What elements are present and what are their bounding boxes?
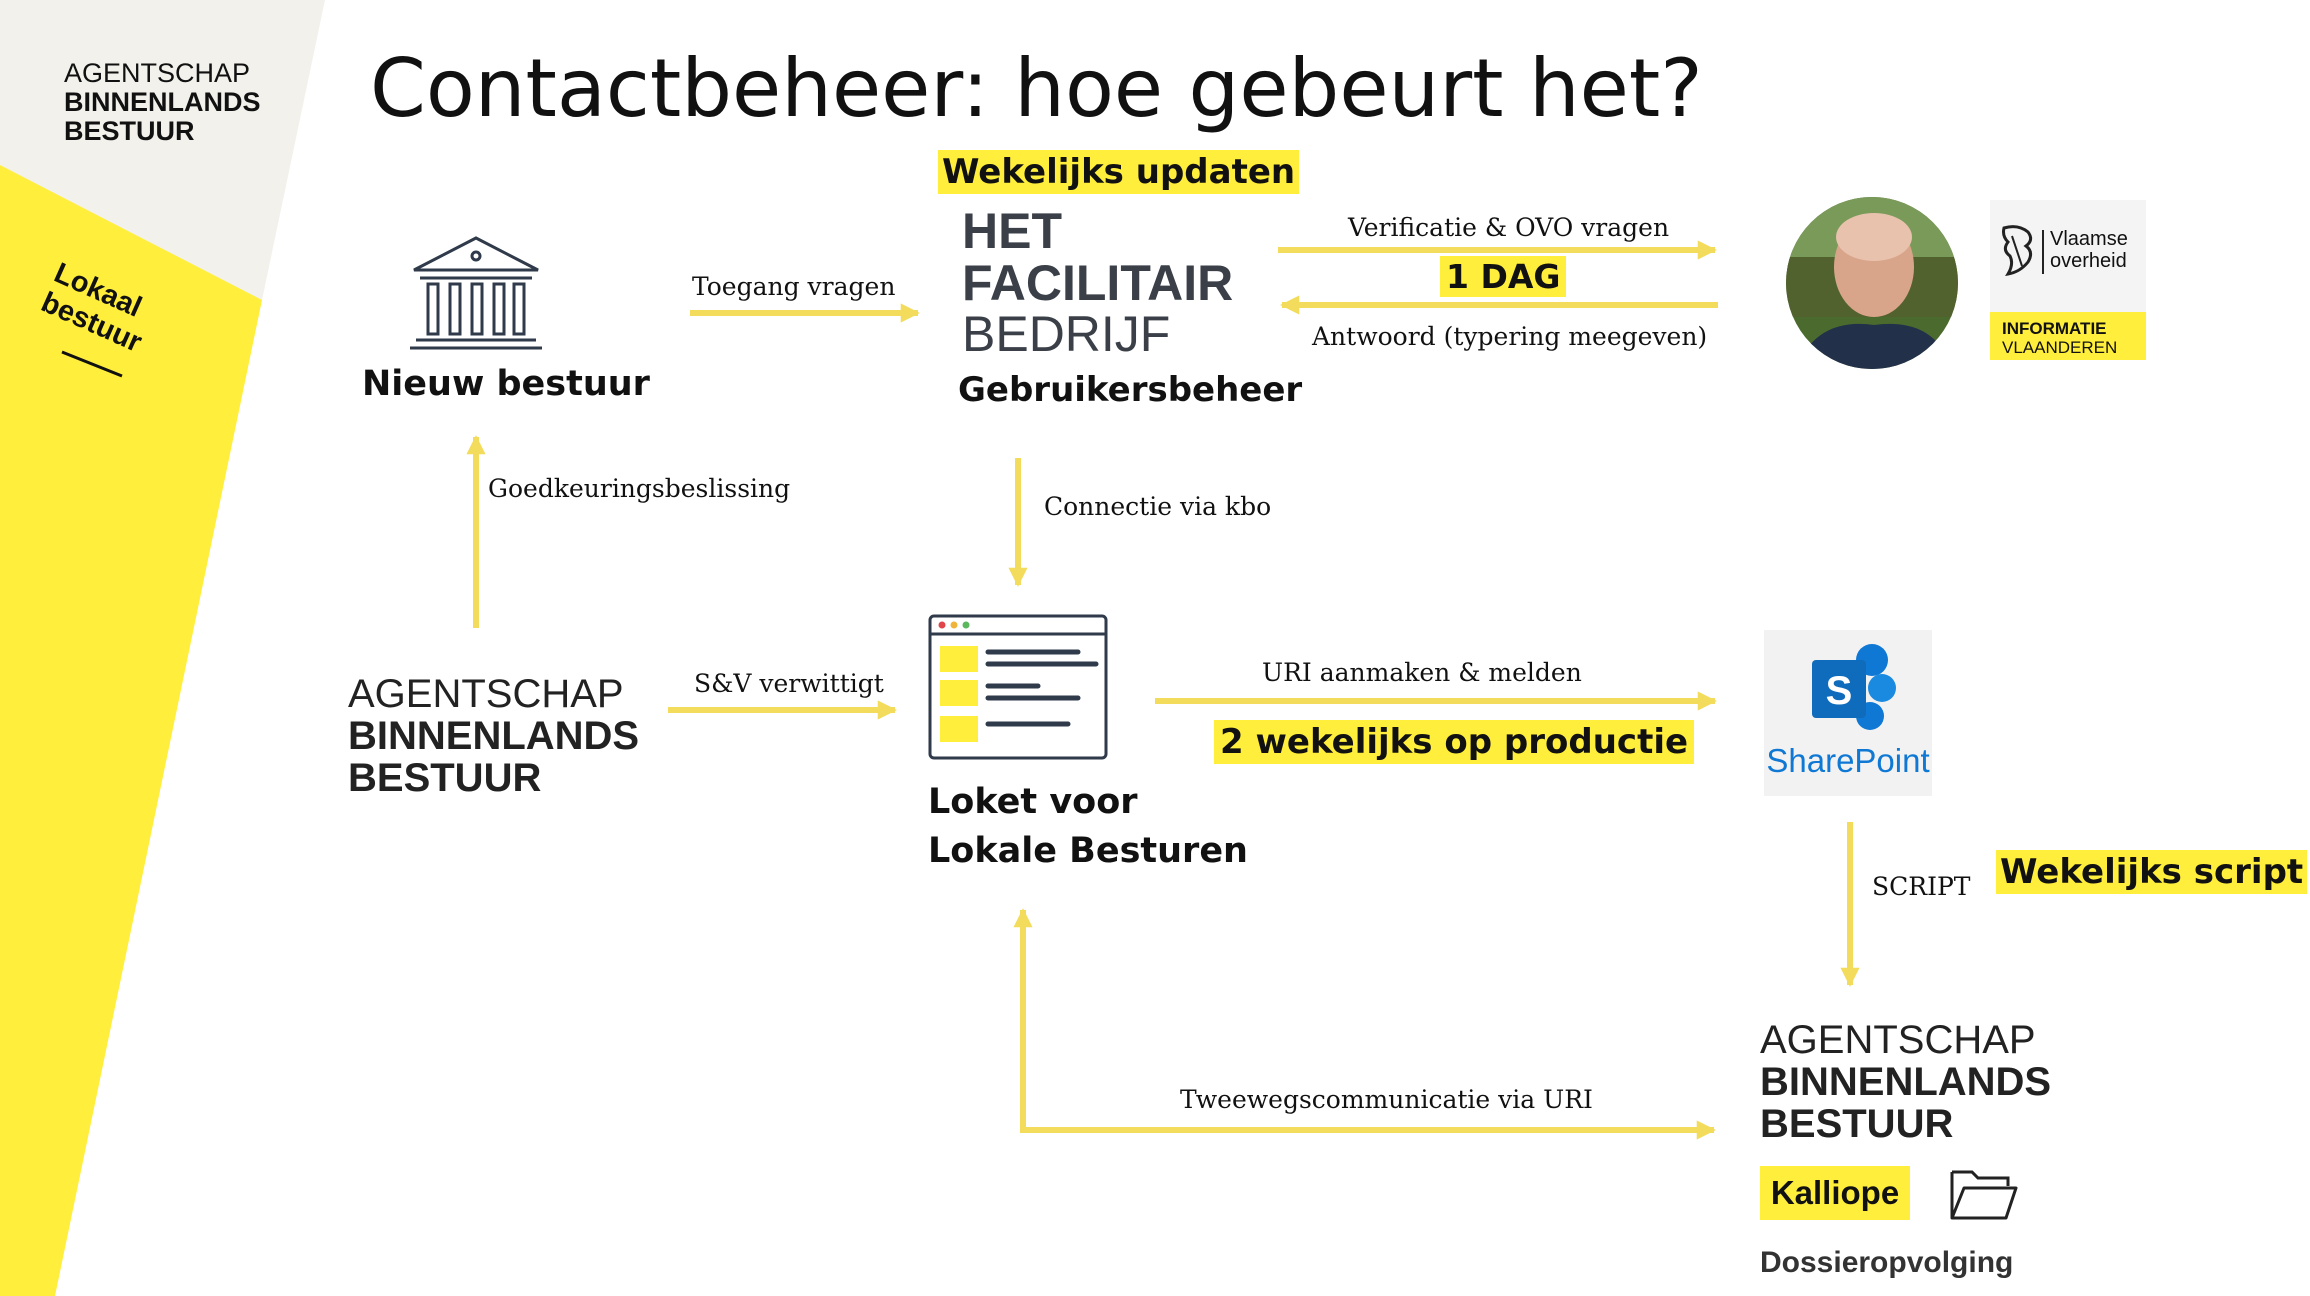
vlaamse-line1: Vlaamse bbox=[2050, 228, 2128, 250]
abb-right-line2: BINNENLANDS bbox=[1760, 1060, 2052, 1104]
abb-logo-right: AGENTSCHAP BINNENLANDS BESTUUR bbox=[1760, 1020, 2051, 1144]
person-silhouette-icon bbox=[1786, 197, 1958, 369]
highlight-one-day: 1 DAG bbox=[1440, 256, 1567, 297]
abb-left-line3: BESTUUR bbox=[348, 756, 542, 800]
label-verification: Verificatie & OVO vragen bbox=[1348, 213, 1670, 242]
label-two-way: Tweewegscommunicatie via URI bbox=[1180, 1085, 1593, 1114]
sharepoint-icon: S bbox=[1812, 644, 1896, 730]
loket-label: Loket voor Lokale Besturen bbox=[928, 778, 1248, 876]
page-title: Contactbeheer: hoe gebeurt het? bbox=[370, 42, 1703, 135]
kalliope-badge: Kalliope bbox=[1760, 1166, 1910, 1220]
abb-logo-left: AGENTSCHAP BINNENLANDS BESTUUR bbox=[348, 674, 639, 798]
highlight-weekly-script: Wekelijks script bbox=[1996, 850, 2308, 894]
folder-icon bbox=[1950, 1170, 2018, 1220]
loket-line2: Lokale Besturen bbox=[928, 831, 1248, 871]
abb-right-line1: AGENTSCHAP bbox=[1760, 1018, 2036, 1062]
label-approval: Goedkeuringsbeslissing bbox=[488, 474, 791, 503]
abb-left-line1: AGENTSCHAP bbox=[348, 672, 624, 716]
page-title-rest: : hoe gebeurt het? bbox=[961, 42, 1703, 135]
info-line2: VLAANDEREN bbox=[2002, 337, 2118, 357]
abb-left-line2: BINNENLANDS bbox=[348, 714, 640, 758]
vlaamse-line2: overheid bbox=[2050, 250, 2127, 272]
corner-logo-line1: AGENTSCHAP bbox=[64, 58, 251, 88]
info-line1: INFORMATIE bbox=[2002, 319, 2107, 338]
dossier-label: Dossieropvolging bbox=[1760, 1246, 2014, 1279]
corner-logo-line3: BESTUUR bbox=[64, 116, 195, 146]
highlight-weekly-update: Wekelijks updaten bbox=[938, 150, 1300, 194]
sharepoint-letter: S bbox=[1826, 669, 1853, 713]
facilitair-line2: FACILITAIR bbox=[962, 254, 1234, 311]
corner-logo-line2: BINNENLANDS bbox=[64, 87, 261, 117]
label-answer: Antwoord (typering meegeven) bbox=[1312, 322, 1708, 351]
loket-window-icon bbox=[928, 614, 1108, 760]
corner-logo: AGENTSCHAP BINNENLANDS BESTUUR bbox=[64, 60, 261, 145]
person-avatar bbox=[1786, 197, 1958, 369]
flemish-lion-icon bbox=[2002, 225, 2033, 277]
sidebar-tag-underline bbox=[61, 350, 123, 378]
facilitair-caption: Gebruikersbeheer bbox=[958, 370, 1303, 410]
government-building-icon bbox=[410, 236, 542, 350]
label-kbo-connection: Connectie via kbo bbox=[1044, 492, 1272, 521]
sidebar-grey-panel bbox=[0, 0, 325, 300]
vlaamse-divider bbox=[2042, 230, 2044, 274]
label-access-request: Toegang vragen bbox=[692, 272, 896, 301]
informatie-vlaanderen-box: INFORMATIE VLAANDEREN bbox=[1990, 312, 2146, 360]
vlaamse-text: Vlaamse overheid bbox=[2050, 228, 2128, 272]
label-script: SCRIPT bbox=[1872, 872, 1971, 901]
highlight-biweekly-production: 2 wekelijks op productie bbox=[1214, 720, 1695, 764]
label-notified: S&V verwittigt bbox=[694, 669, 884, 698]
sidebar-yellow-panel bbox=[0, 165, 262, 1296]
page-title-main: Contactbeheer bbox=[370, 42, 962, 135]
facilitair-line1: HET bbox=[962, 203, 1062, 259]
vlaamse-overheid-logo: Vlaamse overheid INFORMATIE VLAANDEREN bbox=[1990, 200, 2146, 360]
sharepoint-name: SharePoint bbox=[1766, 742, 1930, 779]
abb-right-line3: BESTUUR bbox=[1760, 1102, 1954, 1146]
facilitair-logo: HET FACILITAIR BEDRIJF bbox=[962, 203, 1234, 362]
loket-line1: Loket voor bbox=[928, 782, 1138, 822]
sharepoint-logo: S SharePoint bbox=[1764, 630, 1932, 796]
label-uri-create: URI aanmaken & melden bbox=[1262, 658, 1582, 687]
node-new-board: Nieuw bestuur bbox=[362, 364, 650, 404]
facilitair-line3: BEDRIJF bbox=[962, 306, 1171, 362]
arrow-two-way bbox=[1013, 908, 1716, 1140]
